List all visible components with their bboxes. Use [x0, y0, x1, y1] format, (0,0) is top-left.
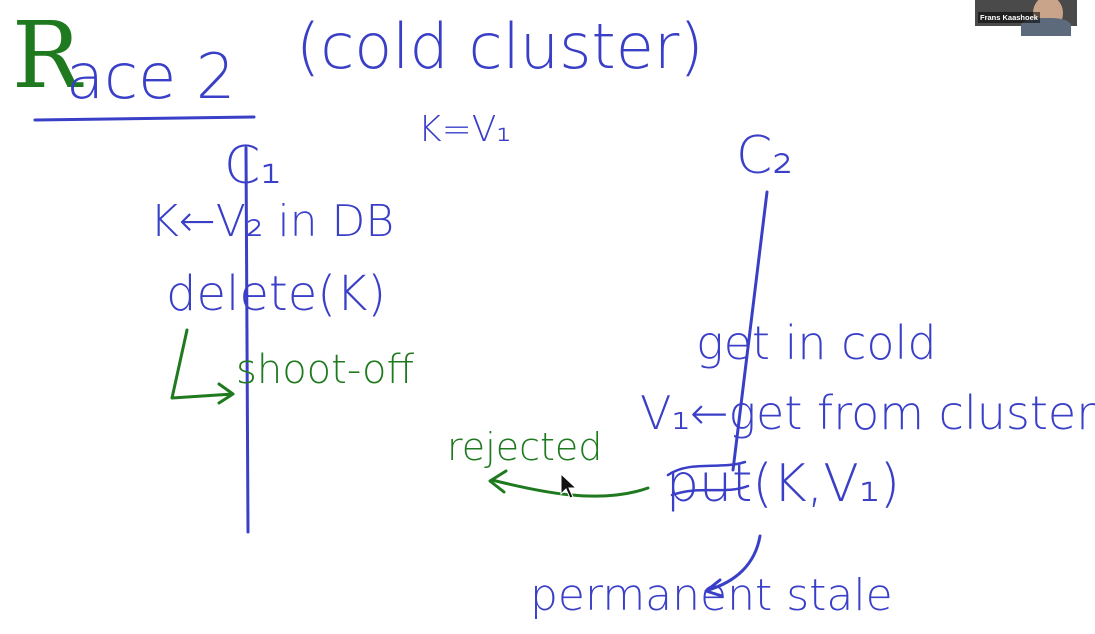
c2-get-from-cluster: V₁←get from cluster [640, 386, 1095, 440]
permanent-stale-note: permanent stale [530, 570, 893, 621]
page-title: ace 2 [66, 40, 236, 113]
timeline-c1 [244, 146, 250, 534]
c1-delete: delete(K) [166, 266, 387, 322]
client-c1-label: C₁ [224, 136, 282, 196]
timeline-c2 [731, 190, 769, 472]
video-thumbnail[interactable]: Frans Kaashoek [975, 0, 1077, 36]
participant-name: Frans Kaashoek [978, 12, 1040, 23]
initial-value: K=V₁ [418, 109, 511, 150]
page-subtitle: (cold cluster) [296, 10, 704, 83]
rejected-note: rejected [447, 425, 603, 469]
c2-put: put(K,V₁) [666, 454, 900, 514]
title-initial: R [12, 2, 82, 109]
put-strikeout [666, 460, 750, 497]
client-c2-label: C₂ [736, 126, 794, 186]
c2-get-in-cold: get in cold [696, 316, 937, 370]
mouse-cursor-icon [560, 472, 578, 499]
c1-write-db: K←V₂ in DB [150, 196, 395, 247]
c1-shoot-off: shoot-off [236, 347, 415, 393]
stale-arrow [704, 534, 762, 598]
shoot-off-arrow [170, 328, 235, 405]
title-underline [33, 115, 256, 122]
